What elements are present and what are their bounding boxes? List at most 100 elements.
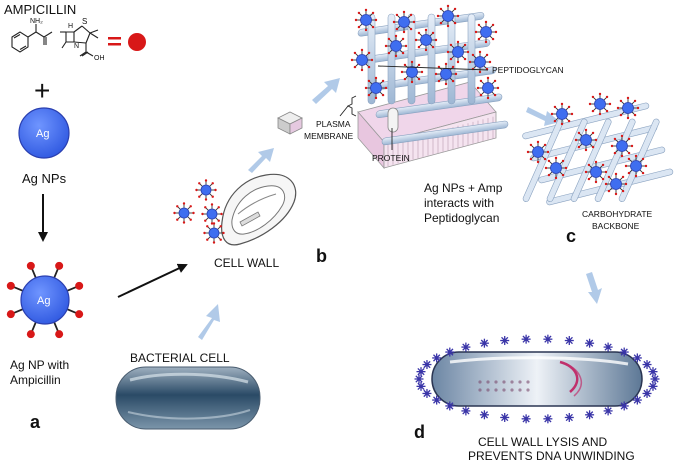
silver-nanoparticle-icon xyxy=(350,48,374,72)
ampicillin-dot-icon xyxy=(75,310,84,319)
silver-nanoparticle-icon xyxy=(436,4,460,28)
silver-nanoparticle-icon xyxy=(392,10,416,34)
ampicillin-title: AMPICILLIN xyxy=(4,2,76,17)
interaction-label-2: interacts with xyxy=(424,196,494,210)
plasma-membrane-label-2: MEMBRANE xyxy=(304,131,353,141)
silver-nanoparticle-icon xyxy=(434,62,458,86)
protein-label: PROTEIN xyxy=(372,153,410,163)
nanoparticle-star-icon xyxy=(642,360,652,370)
nanoparticle-star-icon xyxy=(632,395,642,405)
nanoparticles-on-lattice xyxy=(526,92,648,196)
nanoparticle-star-icon xyxy=(619,347,629,357)
nanoparticle-star-icon xyxy=(461,406,471,416)
s-atom-label: S xyxy=(82,17,87,26)
interaction-label-1: Ag NPs + Amp xyxy=(424,181,503,195)
silver-nanoparticle-icon xyxy=(550,102,574,126)
ampicillin-dot-icon xyxy=(6,310,15,319)
nanoparticle-cluster-b xyxy=(173,179,225,244)
carbohydrate-lattice-icon xyxy=(522,102,674,206)
nanoparticles-on-peptidoglycan xyxy=(350,4,500,100)
nanoparticle-star-icon xyxy=(479,338,489,348)
nanoparticle-star-icon xyxy=(648,367,658,377)
nanoparticle-star-icon xyxy=(500,336,510,346)
nanoparticle-star-icon xyxy=(543,334,553,344)
silver-nanoparticle-icon xyxy=(173,202,195,224)
nanoparticle-star-icon xyxy=(422,360,432,370)
nanoparticle-star-icon xyxy=(445,347,455,357)
ag-nps-label: Ag NPs xyxy=(22,171,67,186)
nanoparticle-star-icon xyxy=(585,410,595,420)
nanoparticle-star-icon xyxy=(619,401,629,411)
cell-wall-icon xyxy=(221,173,297,246)
arrow-cell-wall-to-membrane xyxy=(248,78,340,173)
silver-nanoparticle-icon xyxy=(584,160,608,184)
nanoparticle-star-icon xyxy=(500,412,510,422)
ag-np-with-label-1: Ag NP with xyxy=(10,358,69,372)
silver-nanoparticle-icon xyxy=(446,40,470,64)
carbohydrate-label-1: CARBOHYDRATE xyxy=(582,209,653,219)
interaction-label-3: Peptidoglycan xyxy=(424,211,499,225)
silver-nanoparticle-icon xyxy=(474,20,498,44)
nanoparticle-star-icon xyxy=(642,388,652,398)
panel-letter-a: a xyxy=(30,412,41,432)
nanoparticle-star-icon xyxy=(432,395,442,405)
nanoparticle-stars-around-cell xyxy=(414,334,660,424)
silver-nanoparticle-icon xyxy=(203,222,225,244)
ampicillin-structure-icon xyxy=(11,24,99,57)
nanoparticle-star-icon xyxy=(445,401,455,411)
nanoparticle-star-icon xyxy=(603,342,613,352)
lysis-label-1: CELL WALL LYSIS AND xyxy=(478,435,607,449)
silver-nanoparticle-icon xyxy=(201,203,223,225)
silver-nanoparticle-icon xyxy=(364,76,388,100)
cell-wall-label: CELL WALL xyxy=(214,256,279,270)
nanoparticle-star-icon xyxy=(479,410,489,420)
silver-nanoparticle-icon xyxy=(195,179,217,201)
ampicillin-dot-icon xyxy=(6,281,15,290)
nanoparticle-star-icon xyxy=(416,381,426,391)
arrow-membrane-to-lattice xyxy=(526,107,560,126)
ampicillin-dot-icon xyxy=(26,261,35,270)
peptidoglycan-membrane-block-icon xyxy=(357,12,509,170)
ag-np-with-label-2: Ampicillin xyxy=(10,373,61,387)
silver-nanoparticle-icon xyxy=(526,140,550,164)
nanoparticle-star-icon xyxy=(432,353,442,363)
arrow-to-cell-wall xyxy=(117,263,188,298)
peptidoglycan-label: PEPTIDOGLYCAN xyxy=(492,65,564,75)
silver-nanoparticle-icon xyxy=(414,28,438,52)
nanoparticle-star-icon xyxy=(521,334,531,344)
silver-nanoparticle-icon xyxy=(574,128,598,152)
ampicillin-dot-icon xyxy=(75,281,84,290)
ampicillin-dot-icon xyxy=(55,330,64,339)
carbohydrate-label-2: BACKBONE xyxy=(592,221,640,231)
arrow-lattice-to-lysis xyxy=(586,272,602,304)
nanoparticle-star-icon xyxy=(416,367,426,377)
panel-letter-d: d xyxy=(414,422,425,442)
nanoparticle-star-icon xyxy=(632,353,642,363)
nanoparticle-star-icon xyxy=(603,406,613,416)
silver-nanoparticle-icon xyxy=(400,60,424,84)
silver-nanoparticle-icon xyxy=(476,76,500,100)
lysis-label-2: PREVENTS DNA UNWINDING xyxy=(468,449,635,463)
leader-lines xyxy=(339,65,489,150)
nanoparticle-star-icon xyxy=(650,374,660,384)
nanoparticle-star-icon xyxy=(543,414,553,424)
silver-nanoparticle-icon xyxy=(624,154,648,178)
silver-nanoparticle-icon xyxy=(616,96,640,120)
ag-np-ampicillin-conjugate-icon xyxy=(6,261,84,339)
plus-sign: + xyxy=(34,75,50,106)
silver-nanoparticle-icon xyxy=(544,156,568,180)
panel-letter-c: c xyxy=(566,226,576,246)
silver-nanoparticle-icon xyxy=(588,92,612,116)
ampicillin-dot-icon xyxy=(26,330,35,339)
ag-core-label-top: Ag xyxy=(36,128,49,140)
nanoparticle-star-icon xyxy=(564,336,574,346)
lysed-bacterial-cell-icon xyxy=(431,351,643,407)
nanoparticle-star-icon xyxy=(422,388,432,398)
silver-nanoparticle-icon xyxy=(610,134,634,158)
nanoparticle-star-icon xyxy=(414,374,424,384)
membrane-fragment-cube-icon xyxy=(277,111,303,135)
nanoparticle-star-icon xyxy=(564,412,574,422)
silver-nanoparticle-icon xyxy=(604,172,628,196)
n-atom-label: N xyxy=(74,43,79,50)
